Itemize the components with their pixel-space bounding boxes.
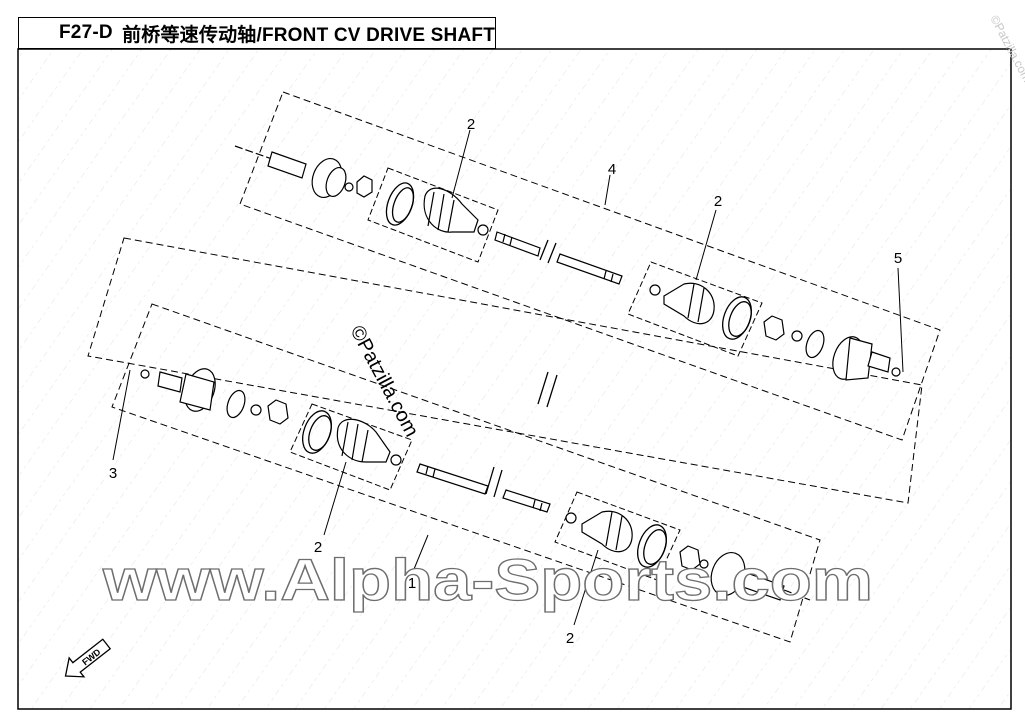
lower-right-clamp-ring: [637, 524, 667, 568]
upper-right-boot: [649, 282, 715, 325]
upper-left-clamp-ring: [385, 182, 415, 226]
upper-inner-cv-joint: [832, 336, 901, 381]
lower-inner-cv-joint: [140, 368, 216, 412]
callout-2-lower-left: 2: [314, 539, 322, 556]
diagram-code: F27-D: [59, 22, 113, 43]
break-mark-lower: [485, 466, 503, 498]
upper-outer-nut: [344, 175, 373, 198]
lower-left-clamp-ring: [302, 410, 332, 454]
callout-1: 1: [408, 575, 416, 592]
boot-kit-box-lower-right: [554, 491, 681, 581]
lower-inner-clamp: [226, 389, 289, 425]
alpha-sports-watermark: www.Alpha-Sports.com: [102, 548, 873, 613]
upper-inner-nut: [763, 315, 825, 359]
break-mark-mid: [537, 371, 558, 408]
upper-left-boot: [423, 187, 489, 236]
callout-3: 3: [109, 465, 117, 482]
upper-right-clamp-ring: [722, 296, 752, 340]
diagram-title: 前桥等速传动轴/FRONT CV DRIVE SHAFT: [122, 24, 495, 46]
break-mark-upper: [539, 239, 557, 264]
assembly-3-5-boundary: [87, 237, 923, 504]
assembly-1-boundary: [111, 303, 821, 643]
lower-left-boot: [336, 418, 402, 466]
fwd-arrow-icon: FWD: [64, 638, 112, 678]
lower-right-boot: [565, 510, 633, 553]
boot-kit-box-upper-left: [367, 167, 499, 263]
callout-2-lower-right: 2: [566, 630, 574, 647]
callout-4: 4: [608, 161, 616, 178]
boot-kit-box-upper-right: [627, 261, 763, 357]
lower-axle-shaft: [416, 463, 551, 513]
upper-axle-shaft: [494, 231, 623, 285]
callout-leaders: [112, 129, 904, 626]
callout-5: 5: [894, 250, 902, 267]
lower-outer-cv-joint: [679, 545, 811, 601]
title-box: F27-D 前桥等速传动轴/FRONT CV DRIVE SHAFT: [18, 17, 496, 49]
assembly-4-boundary: [239, 91, 941, 441]
callout-2-upper-left: 2: [467, 116, 475, 133]
callout-2-upper-right: 2: [714, 193, 722, 210]
upper-outer-cv-joint: [234, 145, 347, 198]
